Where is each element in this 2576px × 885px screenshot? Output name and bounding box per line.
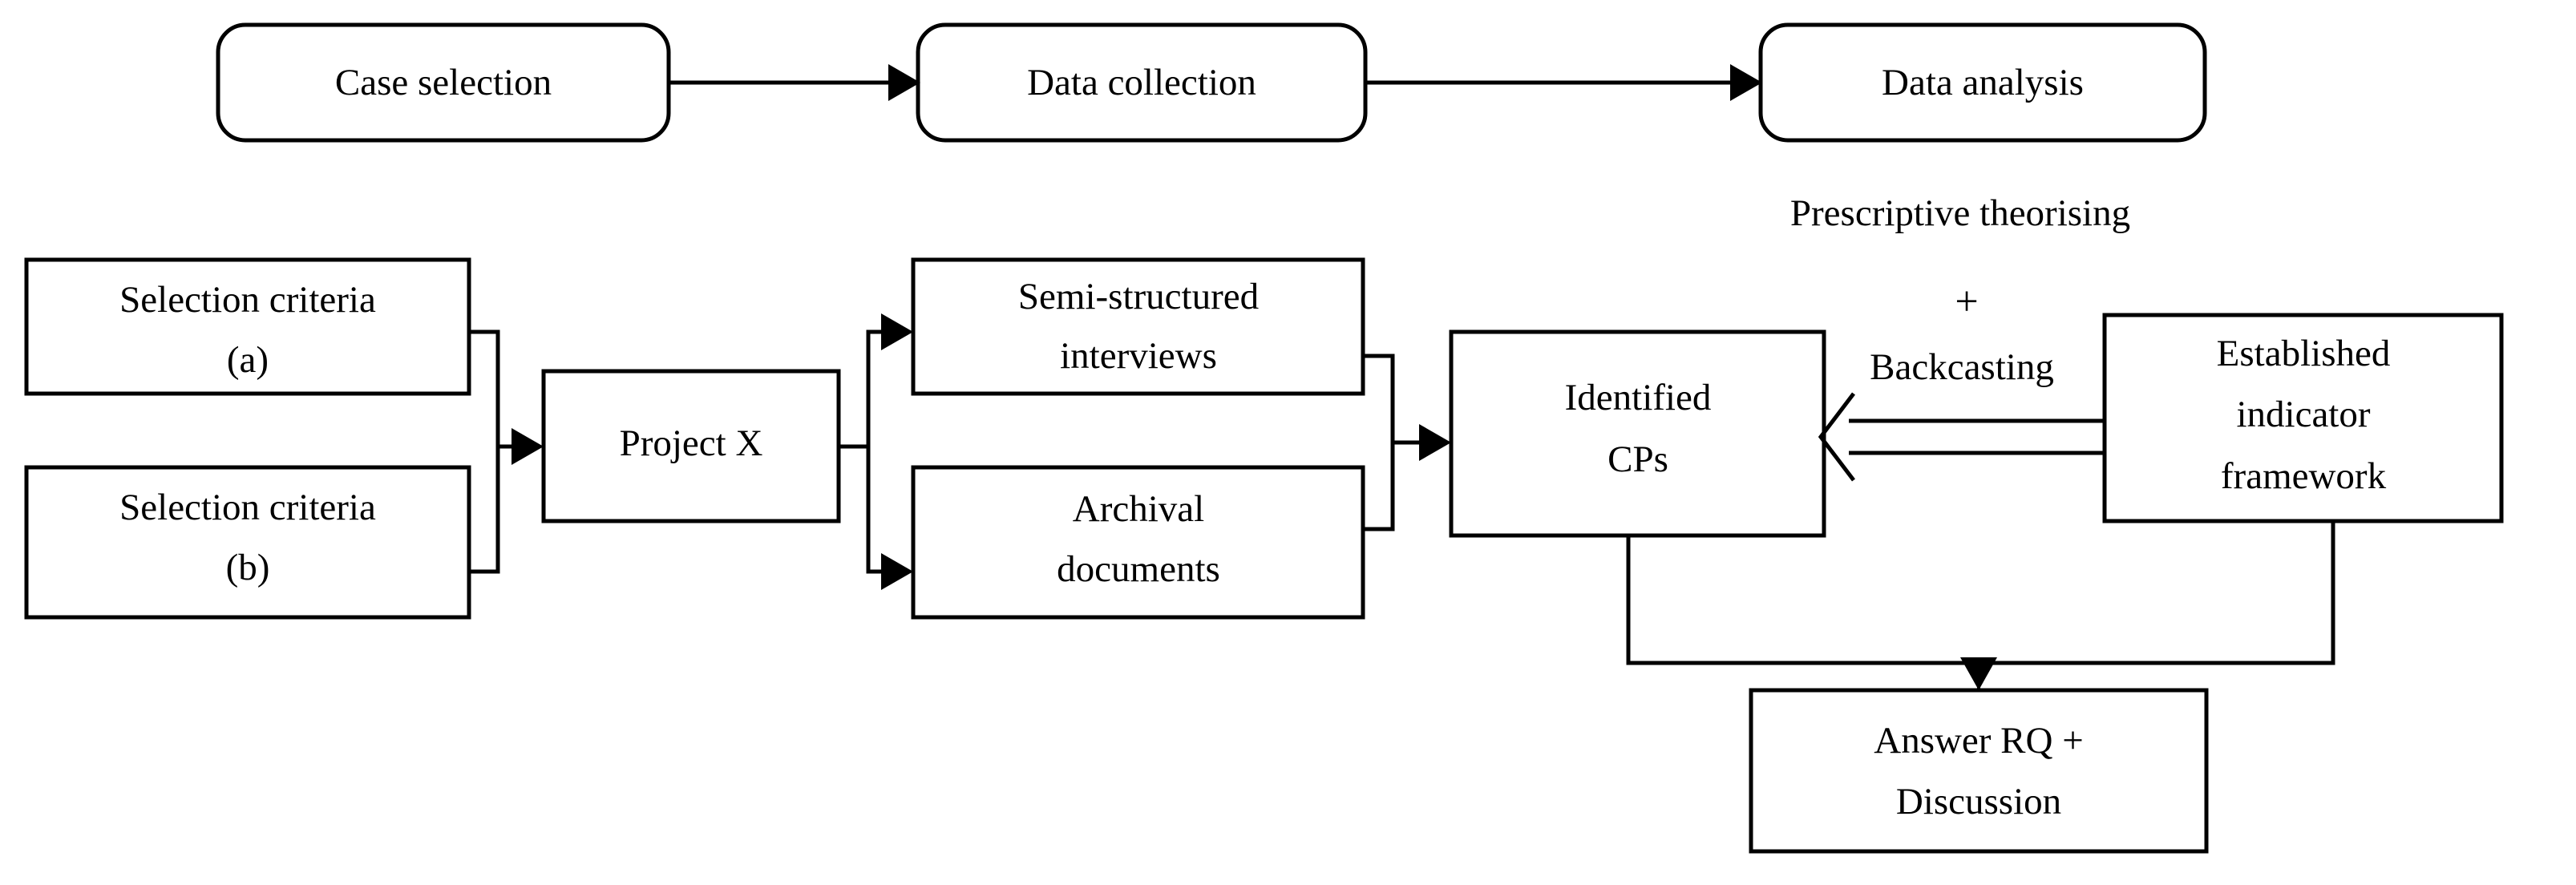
node-selection-criteria-a[interactable]: Selection criteria (a) (24, 257, 471, 396)
established-indicator-framework-box[interactable] (2102, 313, 2504, 523)
identified-cps-box[interactable] (1449, 329, 1826, 538)
edge-backcasting-open-arrow (1818, 392, 2105, 482)
prescriptive-theorising-label: Prescriptive theorising (1790, 192, 2130, 234)
established-indicator-framework-line3: framework (2221, 455, 2387, 497)
project-x-label: Project X (620, 422, 763, 464)
edge-case-to-collection-arrow (669, 64, 920, 101)
plus-sign-label: + (1955, 279, 1978, 325)
data-analysis-label: Data analysis (1882, 62, 2084, 103)
backcasting-label: Backcasting (1870, 346, 2054, 388)
selection-criteria-a-line2: (a) (227, 339, 269, 381)
edge-criteria-merge-to-projectx (469, 329, 544, 574)
answerrq-arrowhead (1960, 657, 1997, 690)
project-x-box[interactable] (541, 369, 841, 523)
semi-structured-interviews-line1: Semi-structured (1018, 276, 1259, 317)
phase-case-selection[interactable]: Case selection (216, 22, 671, 143)
semi-structured-interviews-box[interactable] (911, 257, 1365, 396)
node-established-indicator-framework[interactable]: Established indicator framework (2102, 313, 2504, 523)
node-archival-documents[interactable]: Archival documents (911, 465, 1365, 620)
identified-cps-line1: Identified (1565, 377, 1712, 418)
phase-data-analysis[interactable]: Data analysis (1758, 22, 2207, 143)
node-semi-structured-interviews[interactable]: Semi-structured interviews (911, 257, 1365, 396)
answer-rq-discussion-box[interactable] (1749, 688, 2209, 854)
established-indicator-framework-line1: Established (2217, 333, 2391, 374)
node-selection-criteria-b[interactable]: Selection criteria (b) (24, 465, 471, 620)
node-project-x[interactable]: Project X (541, 369, 841, 523)
archival-documents-line2: documents (1057, 548, 1220, 590)
data-collection-label: Data collection (1027, 62, 1256, 103)
selection-criteria-a-box[interactable] (24, 257, 471, 396)
phase-data-collection[interactable]: Data collection (916, 22, 1368, 143)
node-identified-cps[interactable]: Identified CPs (1449, 329, 1826, 538)
node-answer-rq-discussion[interactable]: Answer RQ + Discussion (1749, 688, 2209, 854)
edge-projectx-split (839, 313, 913, 590)
selection-criteria-b-line1: Selection criteria (119, 487, 376, 528)
archival-documents-box[interactable] (911, 465, 1365, 620)
selection-criteria-b-box[interactable] (24, 465, 471, 620)
established-indicator-framework-line2: indicator (2236, 394, 2370, 435)
answer-rq-discussion-line2: Discussion (1896, 781, 2061, 822)
selection-criteria-a-line1: Selection criteria (119, 279, 376, 321)
answer-rq-discussion-line1: Answer RQ + (1874, 720, 2083, 762)
archival-documents-line1: Archival (1073, 488, 1204, 530)
edge-collection-to-analysis-arrow (1365, 64, 1762, 101)
identified-cps-line2: CPs (1607, 438, 1668, 480)
case-selection-label: Case selection (335, 62, 552, 103)
selection-criteria-b-line2: (b) (226, 547, 270, 588)
semi-structured-interviews-line2: interviews (1060, 335, 1217, 377)
edge-sources-merge-to-identifiedcps (1363, 354, 1451, 531)
